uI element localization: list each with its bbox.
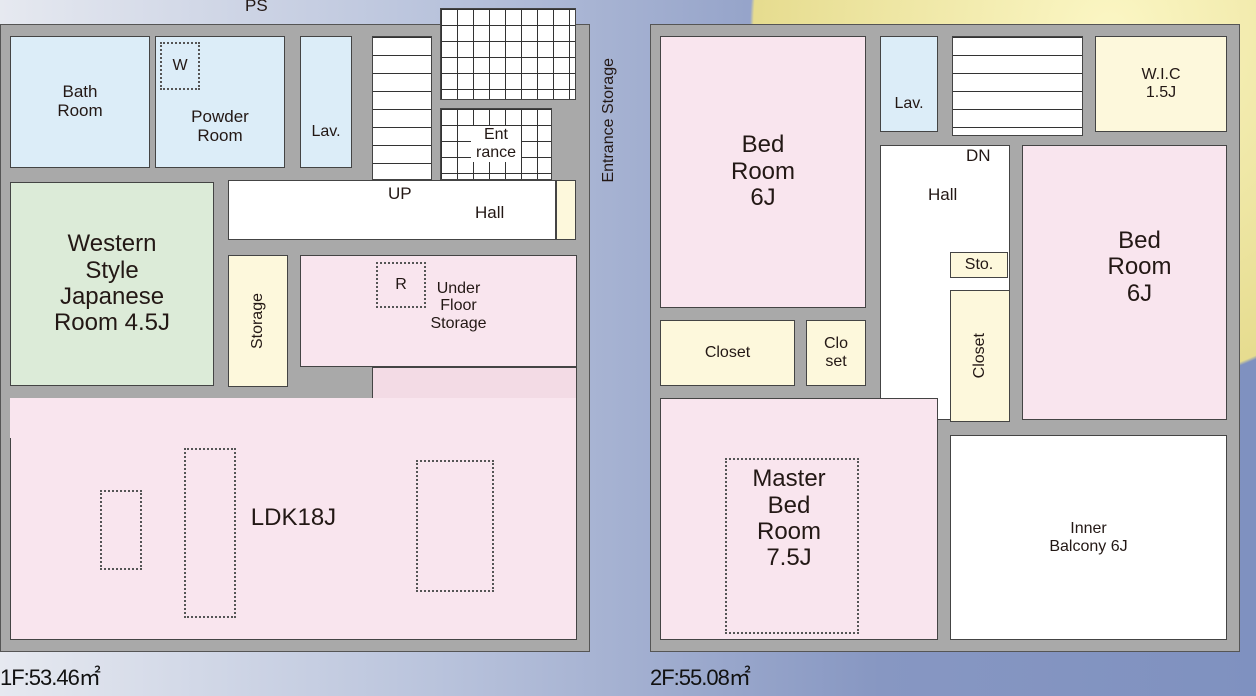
inner-balcony-label: Inner Balcony 6J xyxy=(1049,519,1128,555)
floor2-area: 2F:55.08㎡ xyxy=(650,665,751,690)
bath-room-label: Bath Room xyxy=(57,82,103,120)
closet-left-label: Closet xyxy=(704,344,751,362)
bath-room: Bath Room xyxy=(10,36,150,168)
stairs-1f xyxy=(372,36,432,180)
closet-vertical: Closet xyxy=(950,290,1010,422)
under-floor-area: Under Floor Storage xyxy=(300,255,577,367)
lavatory-1f: Lav. xyxy=(300,36,352,168)
entrance-storage xyxy=(556,180,576,240)
refrigerator-space: R xyxy=(376,262,426,308)
powder-room-label: Powder Room xyxy=(191,107,249,145)
hall-1f xyxy=(228,180,556,240)
table xyxy=(100,490,142,570)
japanese-room: Western Style Japanese Room 4.5J xyxy=(10,182,214,386)
inner-balcony: Inner Balcony 6J xyxy=(950,435,1227,640)
floor1-area: 1F:53.46㎡ xyxy=(0,665,101,690)
lavatory-1f-label: Lav. xyxy=(311,123,341,141)
washer-label: W xyxy=(172,57,188,74)
bed-room-left-label: Bed Room 6J xyxy=(730,131,796,212)
washer-space: W xyxy=(160,42,200,90)
entrance: Ent rance xyxy=(440,108,552,180)
master-bed xyxy=(725,458,859,634)
lavatory-2f-label: Lav. xyxy=(894,95,924,113)
sofa xyxy=(184,448,236,618)
dining-table xyxy=(416,460,494,592)
closet-left: Closet xyxy=(660,320,795,386)
dn-label: DN xyxy=(966,146,991,165)
master-bed-room-label: Master Bed Room 7.5J xyxy=(752,465,826,572)
storage-1f-label: Storage xyxy=(249,292,267,350)
ldk: LDK18J xyxy=(10,398,577,640)
bed-room-left: Bed Room 6J xyxy=(660,36,866,308)
closet-small: Clo set xyxy=(806,320,866,386)
closet-small-label: Clo set xyxy=(823,335,848,370)
hall-label-1f: Hall xyxy=(475,203,505,222)
entrance-label: Ent rance xyxy=(471,126,521,162)
walk-in-closet-label: W.I.C 1.5J xyxy=(1141,66,1181,101)
bed-room-right-label: Bed Room 6J xyxy=(1107,226,1172,307)
entrance-tiles xyxy=(440,8,576,100)
storage-2f-label: Sto. xyxy=(964,256,994,274)
closet-vertical-label: Closet xyxy=(971,333,989,379)
storage-2f: Sto. xyxy=(950,252,1008,278)
under-floor-label: Under Floor Storage xyxy=(430,279,487,332)
ldk-upper xyxy=(10,398,372,438)
up-label: UP xyxy=(388,184,412,203)
refrigerator-label: R xyxy=(395,276,407,293)
ps-label: PS xyxy=(245,0,268,15)
bed-room-right: Bed Room 6J xyxy=(1022,145,1227,420)
stairs-2f xyxy=(952,36,1083,136)
powder-room: Powder Room xyxy=(155,36,285,168)
hall-label-2f: Hall xyxy=(928,185,958,204)
master-bed-room: Master Bed Room 7.5J xyxy=(660,398,938,640)
ldk-label: LDK18J xyxy=(250,504,337,532)
lavatory-2f: Lav. xyxy=(880,36,938,132)
japanese-room-label: Western Style Japanese Room 4.5J xyxy=(53,230,171,337)
storage-1f: Storage xyxy=(228,255,288,387)
walk-in-closet: W.I.C 1.5J xyxy=(1095,36,1227,132)
entrance-storage-label: Entrance Storage xyxy=(600,58,617,183)
